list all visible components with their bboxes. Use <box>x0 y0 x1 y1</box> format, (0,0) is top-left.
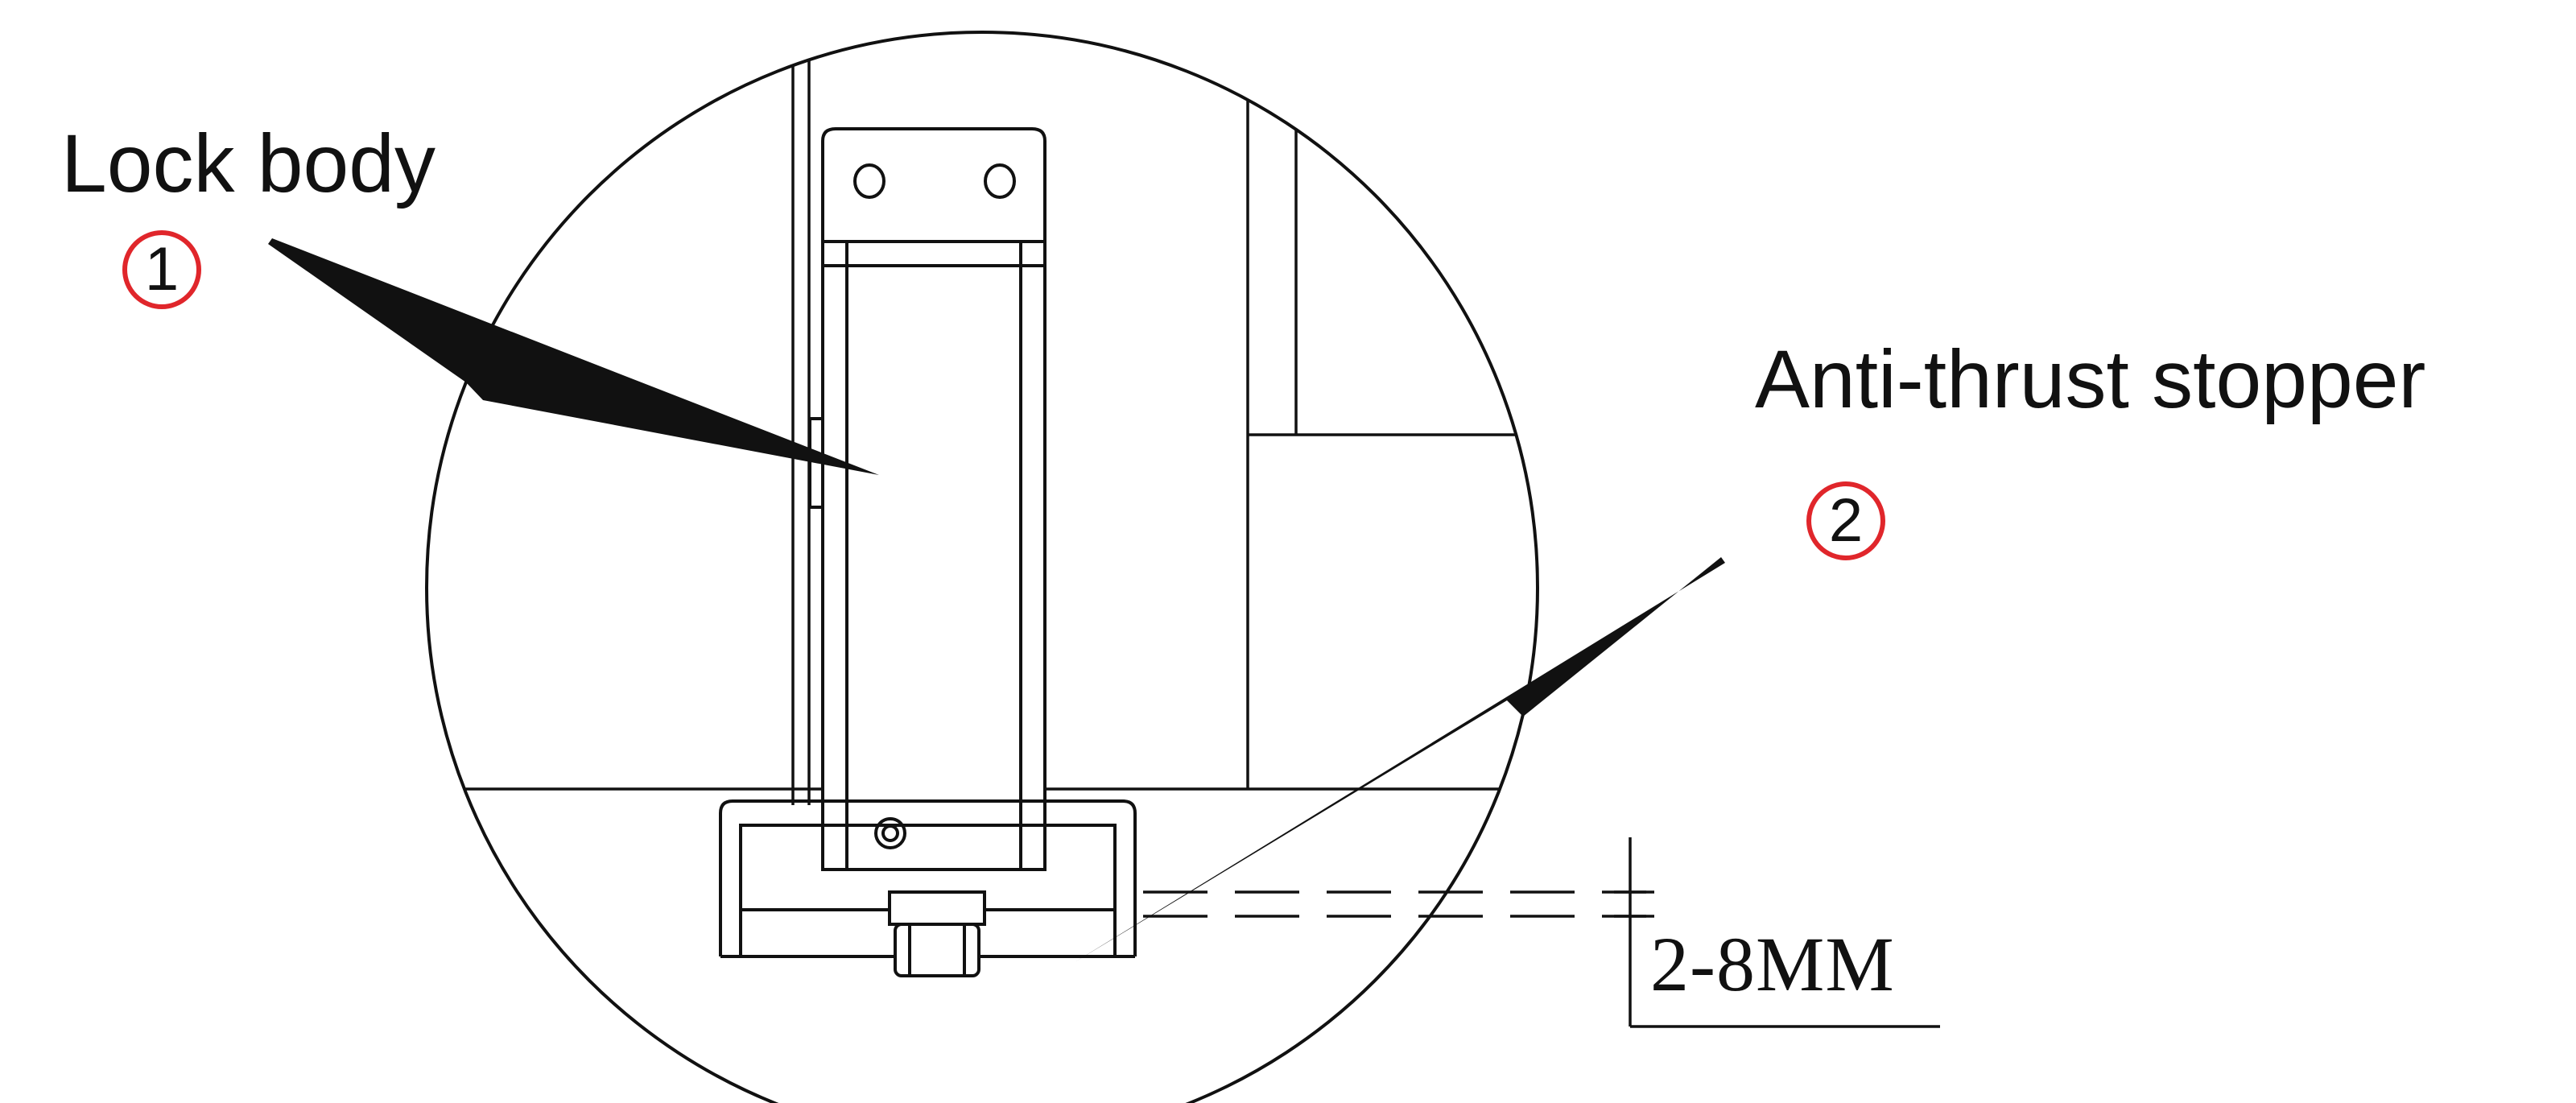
anti-thrust-stopper-label: Anti-thrust stopper <box>1755 333 2426 425</box>
gap-dimension-lines <box>1143 837 1940 1028</box>
anti-thrust-stopper-shape <box>719 799 1137 977</box>
lock-body-label: Lock body <box>61 118 436 209</box>
lock-body-shape <box>808 127 1046 871</box>
callout-number-2: 2 <box>1806 481 1885 560</box>
door-frame-lines <box>427 32 1538 805</box>
gap-dimension-label: 2-8MM <box>1650 921 1895 1007</box>
detail-circle <box>425 31 1539 1103</box>
arrow-anti-thrust-stopper <box>1075 557 1725 962</box>
arrow-lock-body <box>268 238 879 475</box>
callout-number-1: 1 <box>122 230 201 309</box>
